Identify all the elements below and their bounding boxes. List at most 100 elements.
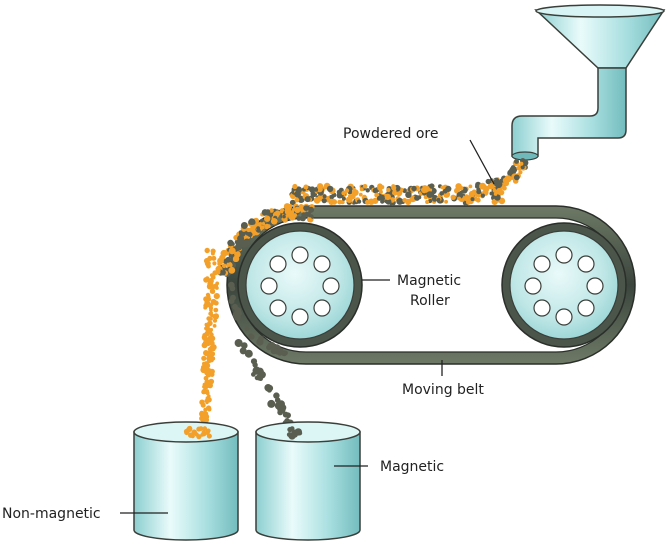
drive-roller-icon xyxy=(501,222,627,348)
ore-particle xyxy=(386,187,391,193)
non-magnetic-particle xyxy=(217,261,222,266)
non-magnetic-particle xyxy=(213,307,219,313)
ore-particle xyxy=(510,165,516,170)
ore-particle xyxy=(428,191,435,198)
ore-particle xyxy=(417,195,422,200)
ore-particle xyxy=(260,218,264,223)
magnetic-particle xyxy=(251,372,256,377)
ore-particle xyxy=(485,178,491,185)
ore-particle xyxy=(322,194,327,199)
ore-particle xyxy=(227,239,234,247)
ore-particle xyxy=(380,199,385,204)
ore-particle xyxy=(228,247,236,255)
ore-particle xyxy=(260,225,265,230)
ore-particle xyxy=(264,215,271,222)
non-magnetic-particle xyxy=(206,405,211,410)
magnetic-particle xyxy=(244,349,253,358)
ore-particle xyxy=(502,177,509,184)
ore-particle xyxy=(457,196,461,201)
magnetic-particle xyxy=(230,294,236,301)
non-magnetic-particle xyxy=(210,298,217,305)
ore-particle xyxy=(495,180,503,188)
ore-particle xyxy=(442,188,448,194)
ore-particle xyxy=(440,185,445,190)
ore-particle xyxy=(228,266,236,274)
non-magnetic-particle xyxy=(204,247,210,254)
ore-particle xyxy=(476,189,482,195)
ore-particle xyxy=(513,174,520,181)
ore-particle xyxy=(314,187,319,192)
magnetic-particle xyxy=(258,376,264,382)
non-magnetic-particle xyxy=(212,313,219,320)
non-magnetic-particle xyxy=(212,324,217,328)
ore-particle xyxy=(265,209,271,215)
ore-particle xyxy=(377,183,383,189)
ore-particles-in-bins xyxy=(183,425,303,440)
non-magnetic-particle xyxy=(204,350,211,357)
ore-particle xyxy=(372,187,379,194)
ore-particle xyxy=(493,192,498,196)
magnetic-particle xyxy=(244,326,250,332)
non-magnetic-particle xyxy=(211,255,217,261)
ore-particle xyxy=(238,230,243,235)
non-magnetic-particle xyxy=(205,400,209,405)
ore-particle xyxy=(282,214,286,219)
ore-particle xyxy=(391,185,397,191)
ore-particle xyxy=(248,219,254,225)
magnetic-particle xyxy=(269,342,276,349)
ore-particle xyxy=(378,189,383,194)
non-magnetic-particle xyxy=(191,429,197,435)
magnetic-particle xyxy=(234,339,243,347)
non-magnetic-particle xyxy=(206,368,213,374)
ore-particle xyxy=(411,185,417,192)
non-magnetic-particle xyxy=(201,365,205,370)
non-magnetic-particle xyxy=(204,322,209,327)
ore-particle xyxy=(269,208,274,213)
ore-particle xyxy=(429,183,435,189)
ore-particle xyxy=(250,225,255,229)
ore-particle xyxy=(450,194,456,200)
ore-particle xyxy=(425,200,430,204)
ore-particle xyxy=(514,158,519,164)
label-magnetic: Magnetic xyxy=(380,459,444,475)
non-magnetic-particle xyxy=(200,433,205,437)
magnetic-particle xyxy=(264,384,272,392)
non-magnetic-particle xyxy=(209,288,216,294)
non-magnetic-particle xyxy=(213,293,220,300)
ore-particle xyxy=(362,184,368,189)
magnetic-particle xyxy=(256,367,264,376)
ore-particle xyxy=(226,261,233,269)
magnetic-particle xyxy=(289,426,295,431)
magnetic-particle xyxy=(229,285,236,292)
ore-particle xyxy=(221,253,226,257)
ore-particle xyxy=(237,235,245,242)
non-magnetic-particle xyxy=(207,320,213,327)
non-magnetic-particle xyxy=(204,326,208,331)
ore-particle xyxy=(359,187,364,192)
ore-particle xyxy=(292,183,298,190)
ore-particle xyxy=(464,194,471,201)
ore-particle xyxy=(480,193,485,198)
non-magnetic-particle xyxy=(202,341,207,345)
non-magnetic-particle xyxy=(203,407,208,412)
bin-icon xyxy=(255,431,361,541)
non-magnetic-particle xyxy=(187,425,192,430)
ore-particle xyxy=(341,190,347,196)
ore-particle xyxy=(247,232,253,237)
non-magnetic-particle xyxy=(206,356,211,361)
non-magnetic-particle xyxy=(201,355,207,361)
ore-particle xyxy=(301,212,307,218)
magnetic-bin xyxy=(255,421,361,541)
non-magnetic-particle xyxy=(203,361,210,367)
non-magnetic-particle xyxy=(207,382,214,389)
magnetic-particle xyxy=(256,338,264,346)
magnetic-particle xyxy=(297,430,303,436)
non-magnetic-particle xyxy=(210,313,214,318)
label-magnetic-roller-line1: Magnetic xyxy=(397,273,461,289)
ore-particle xyxy=(225,256,232,263)
leader-powdered-ore xyxy=(469,139,495,185)
ore-particle xyxy=(294,197,300,203)
non-magnetic-particle xyxy=(207,283,211,287)
magnetic-particle xyxy=(276,349,284,356)
